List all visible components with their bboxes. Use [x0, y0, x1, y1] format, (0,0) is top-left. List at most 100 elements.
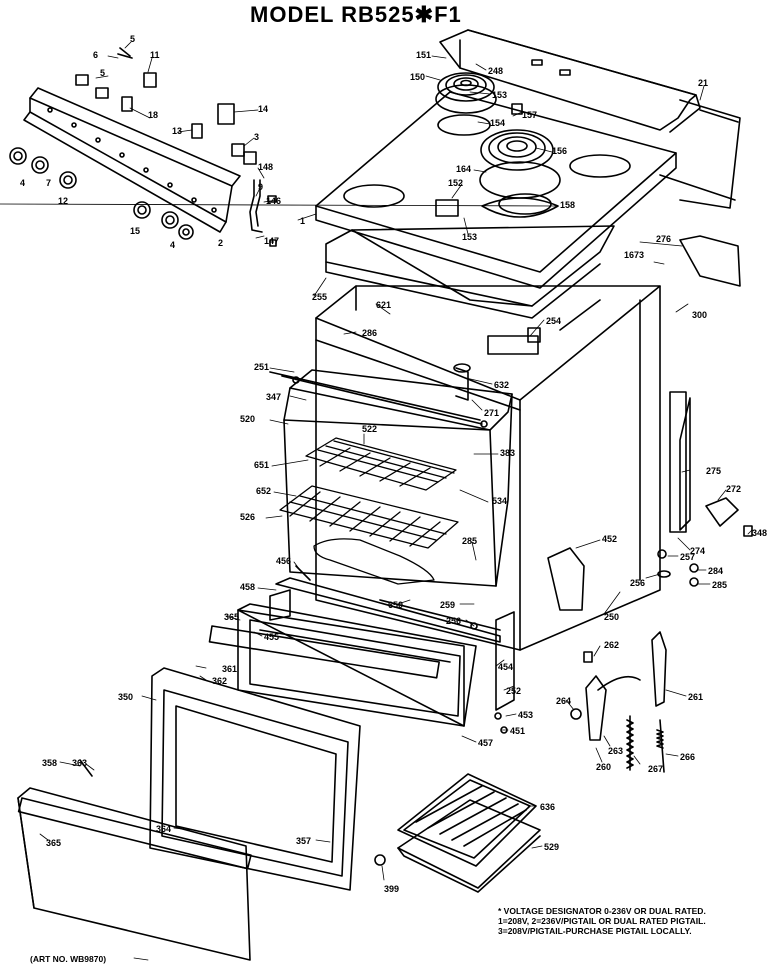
- callout-266: 266: [680, 752, 696, 762]
- callout-275: 275: [706, 466, 722, 476]
- callout-254: 254: [546, 316, 562, 326]
- asterisk-mark: *: [498, 906, 504, 916]
- misc-hardware: [270, 240, 507, 865]
- callout-13: 13: [172, 126, 183, 136]
- callout-271: 271: [484, 408, 500, 418]
- callout-276: 276: [656, 234, 672, 244]
- callout-363: 363: [72, 758, 88, 768]
- callout-455: 455: [264, 632, 280, 642]
- leader-lines: [0, 42, 752, 960]
- callout-18: 18: [148, 110, 159, 120]
- voltage-footnote: * VOLTAGE DESIGNATOR 0-236V OR DUAL RATE…: [498, 906, 760, 936]
- callout-267: 267: [648, 764, 664, 774]
- callout-457: 457: [478, 738, 494, 748]
- footnote-line-1: VOLTAGE DESIGNATOR 0-236V OR DUAL RATED.: [503, 906, 706, 916]
- callout-248: 248: [488, 66, 504, 76]
- drip-frame: [326, 226, 614, 318]
- callout-1673: 1673: [624, 250, 645, 260]
- callout-347: 347: [266, 392, 282, 402]
- switches: [76, 48, 276, 232]
- oven-door-liner: [150, 668, 360, 890]
- oven-liner: [270, 364, 512, 586]
- cooktop: [316, 92, 676, 288]
- terminal-block: [658, 236, 752, 586]
- callout-636: 636: [540, 802, 556, 812]
- callout-1: 1: [300, 216, 306, 226]
- callout-285: 285: [462, 536, 478, 546]
- callout-5: 5: [130, 34, 136, 44]
- callout-453: 453: [518, 710, 534, 720]
- door-hinges: [571, 632, 666, 772]
- footnote-line-2: 1=208V, 2=236V/PIGTAIL OR DUAL RATED PIG…: [498, 916, 706, 926]
- callout-350: 350: [118, 692, 134, 702]
- callout-451: 451: [510, 726, 526, 736]
- callout-3: 3: [254, 132, 260, 142]
- callout-148: 148: [258, 162, 274, 172]
- callout-150: 150: [410, 72, 426, 82]
- backsplash-panel: [440, 30, 740, 208]
- callout-522: 522: [362, 424, 378, 434]
- callout-11: 11: [150, 50, 160, 60]
- callout-6: 6: [93, 50, 99, 60]
- callout-156: 156: [552, 146, 568, 156]
- callout-251: 251: [254, 362, 270, 372]
- callout-5b: 5: [100, 68, 106, 78]
- callout-262: 262: [604, 640, 620, 650]
- bake-element: [314, 539, 434, 584]
- callout-452: 452: [602, 534, 618, 544]
- callout-21: 21: [698, 78, 709, 88]
- callout-153: 153: [492, 90, 508, 100]
- callout-158: 158: [560, 200, 576, 210]
- callout-526: 526: [240, 512, 256, 522]
- callout-12: 12: [58, 196, 69, 206]
- callout-458: 458: [240, 582, 256, 592]
- lower-frame: [270, 578, 514, 710]
- callout-365: 365: [224, 612, 240, 622]
- callout-154: 154: [490, 118, 506, 128]
- range-body: [316, 286, 690, 650]
- callout-284: 284: [708, 566, 724, 576]
- callout-259: 259: [440, 600, 456, 610]
- callout-147: 147: [264, 236, 280, 246]
- callout-364: 364: [156, 824, 172, 834]
- callout-621: 621: [376, 300, 392, 310]
- broiler-pan: [398, 774, 540, 892]
- callout-264: 264: [556, 696, 572, 706]
- callout-255: 255: [312, 292, 328, 302]
- art-number: (ART NO. WB9870): [30, 954, 107, 964]
- callout-260: 260: [596, 762, 612, 772]
- callout-348: 348: [752, 528, 768, 538]
- callout-257: 257: [680, 552, 696, 562]
- callout-4b: 4: [170, 240, 176, 250]
- callout-651: 651: [254, 460, 270, 470]
- callout-15: 15: [130, 226, 141, 236]
- callout-152: 152: [448, 178, 464, 188]
- callout-285b: 285: [712, 580, 728, 590]
- callout-652: 652: [256, 486, 272, 496]
- oven-door-outer: [18, 760, 251, 960]
- callout-157: 157: [522, 110, 538, 120]
- callout-153b: 153: [462, 232, 478, 242]
- callout-529: 529: [544, 842, 560, 852]
- callout-286: 286: [362, 328, 378, 338]
- callout-250: 250: [604, 612, 620, 622]
- surface-unit-small: [436, 73, 496, 135]
- callout-252: 252: [506, 686, 522, 696]
- control-knobs: [10, 148, 193, 239]
- callout-520: 520: [240, 414, 256, 424]
- callout-256b: 256: [446, 616, 462, 626]
- callout-399: 399: [384, 884, 400, 894]
- callout-146: 146: [266, 196, 282, 206]
- callout-274: 274: [690, 546, 706, 556]
- callout-357: 357: [296, 836, 312, 846]
- oven-door-inner: [209, 604, 476, 726]
- callout-361: 361: [222, 664, 238, 674]
- callout-358: 358: [42, 758, 58, 768]
- oven-rack-lower: [280, 486, 458, 548]
- callout-650: 650: [388, 600, 404, 610]
- model-title: MODEL RB525✱F1: [250, 2, 462, 27]
- callout-263: 263: [608, 746, 624, 756]
- callout-151: 151: [416, 50, 432, 60]
- callout-383: 383: [500, 448, 516, 458]
